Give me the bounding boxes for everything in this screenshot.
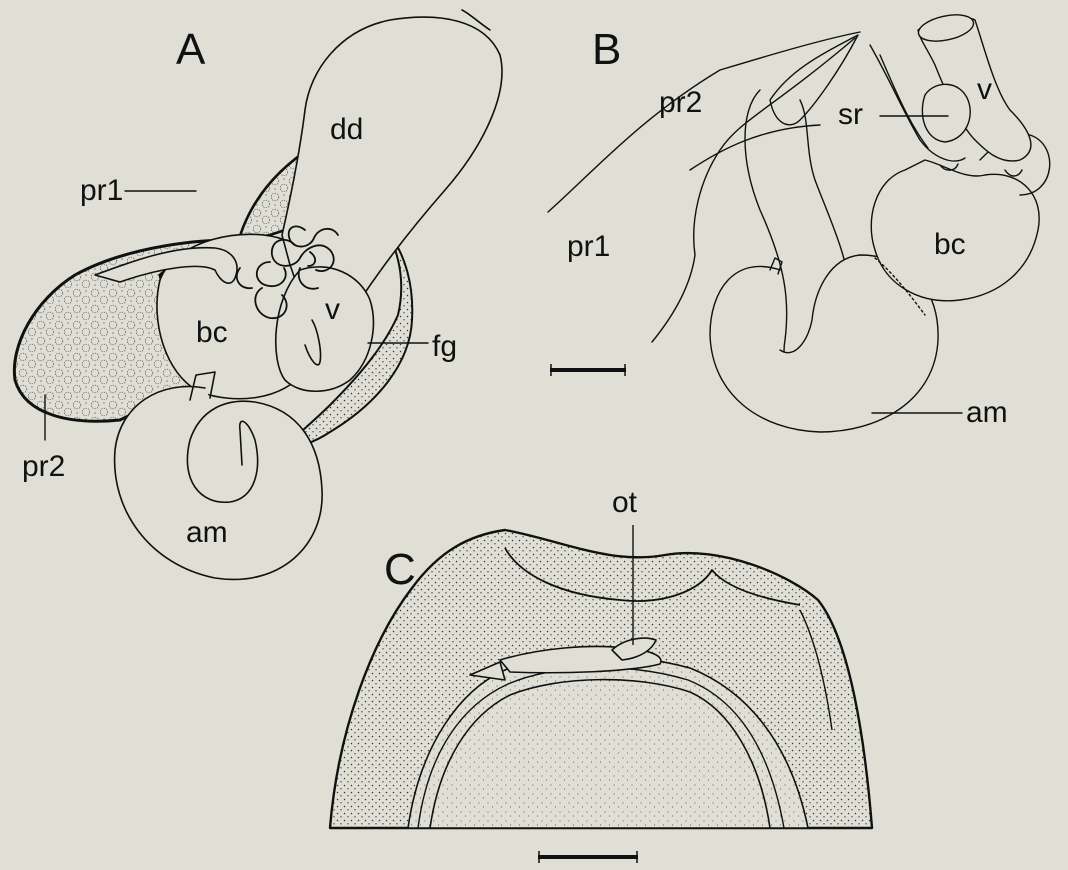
panel-b-label-pr1: pr1 (567, 232, 610, 262)
panel-a-label-am: am (186, 518, 228, 548)
panel-a-label-bc: bc (196, 318, 228, 348)
panel-a-label-dd: dd (330, 115, 363, 145)
panel-c-letter: C (384, 548, 416, 592)
panel-b-label-bc: bc (934, 230, 966, 260)
panel-b-label-am: am (966, 398, 1008, 428)
scale-bar-b (550, 364, 626, 376)
panel-a-label-v: v (325, 295, 340, 325)
panel-b-letter: B (592, 28, 621, 72)
panel-a-label-pr1: pr1 (80, 176, 123, 206)
panel-a-ampulla (115, 387, 323, 580)
panel-b-label-sr: sr (838, 100, 863, 130)
panel-b-receptacle (922, 84, 970, 142)
panel-b-label-pr2: pr2 (659, 88, 702, 118)
panel-b-prostate-divider (690, 125, 820, 170)
panel-b-label-v: v (977, 75, 992, 105)
panel-c-label-ot: ot (612, 488, 637, 518)
scale-bar-c (538, 851, 638, 863)
panel-a-label-pr2: pr2 (22, 452, 65, 482)
panel-a-drawing (14, 10, 502, 579)
panel-a-letter: A (176, 28, 205, 72)
panel-a-label-fg: fg (432, 332, 457, 362)
